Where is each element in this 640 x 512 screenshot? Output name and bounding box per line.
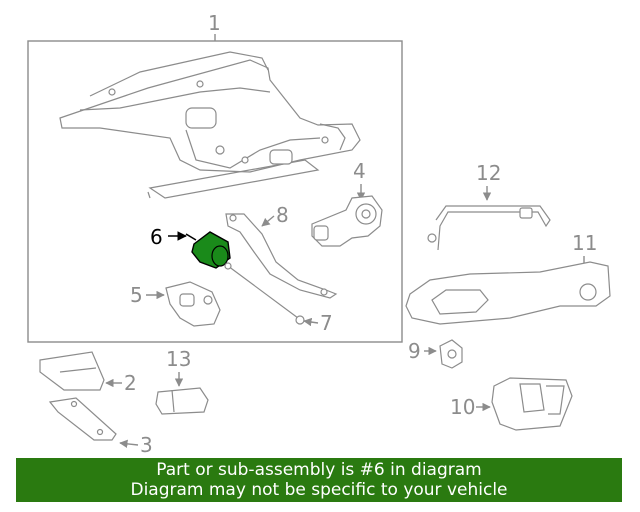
callout-4[interactable]: 4 — [353, 159, 366, 183]
knob-9[interactable]: 9 — [408, 339, 463, 369]
module-2[interactable]: 2 — [39, 351, 137, 395]
callout-8[interactable]: 8 — [276, 203, 289, 227]
callout-1[interactable]: 1 — [208, 11, 221, 35]
callout-7[interactable]: 7 — [320, 311, 333, 335]
bracket-8[interactable]: 8 — [225, 203, 338, 299]
callout-11[interactable]: 11 — [572, 231, 597, 255]
bracket-3[interactable]: 3 — [48, 397, 153, 457]
gearbox-5[interactable]: 5 — [130, 281, 221, 327]
callout-10[interactable]: 10 — [450, 395, 475, 419]
seat-track-frame[interactable] — [59, 51, 361, 199]
callout-13[interactable]: 13 — [166, 347, 191, 371]
trim-11[interactable]: 11 — [405, 231, 611, 325]
callout-3[interactable]: 3 — [140, 433, 153, 457]
rod-7[interactable]: 7 — [224, 262, 333, 335]
banner-line-2: Diagram may not be specific to your vehi… — [130, 480, 508, 500]
callout-12[interactable]: 12 — [476, 161, 501, 185]
callout-6[interactable]: 6 — [150, 225, 163, 249]
callout-5[interactable]: 5 — [130, 283, 143, 307]
info-banner: Part or sub-assembly is #6 in diagram Di… — [16, 458, 622, 502]
motor-4[interactable]: 4 — [311, 159, 383, 247]
callout-9[interactable]: 9 — [408, 339, 421, 363]
switch-10[interactable]: 10 — [450, 377, 573, 431]
clip-13[interactable]: 13 — [155, 347, 209, 415]
callout-2[interactable]: 2 — [124, 371, 137, 395]
lever-12[interactable]: 12 — [427, 161, 551, 251]
motor-6-highlighted[interactable]: 6 — [150, 225, 231, 269]
banner-line-1: Part or sub-assembly is #6 in diagram — [156, 460, 482, 480]
